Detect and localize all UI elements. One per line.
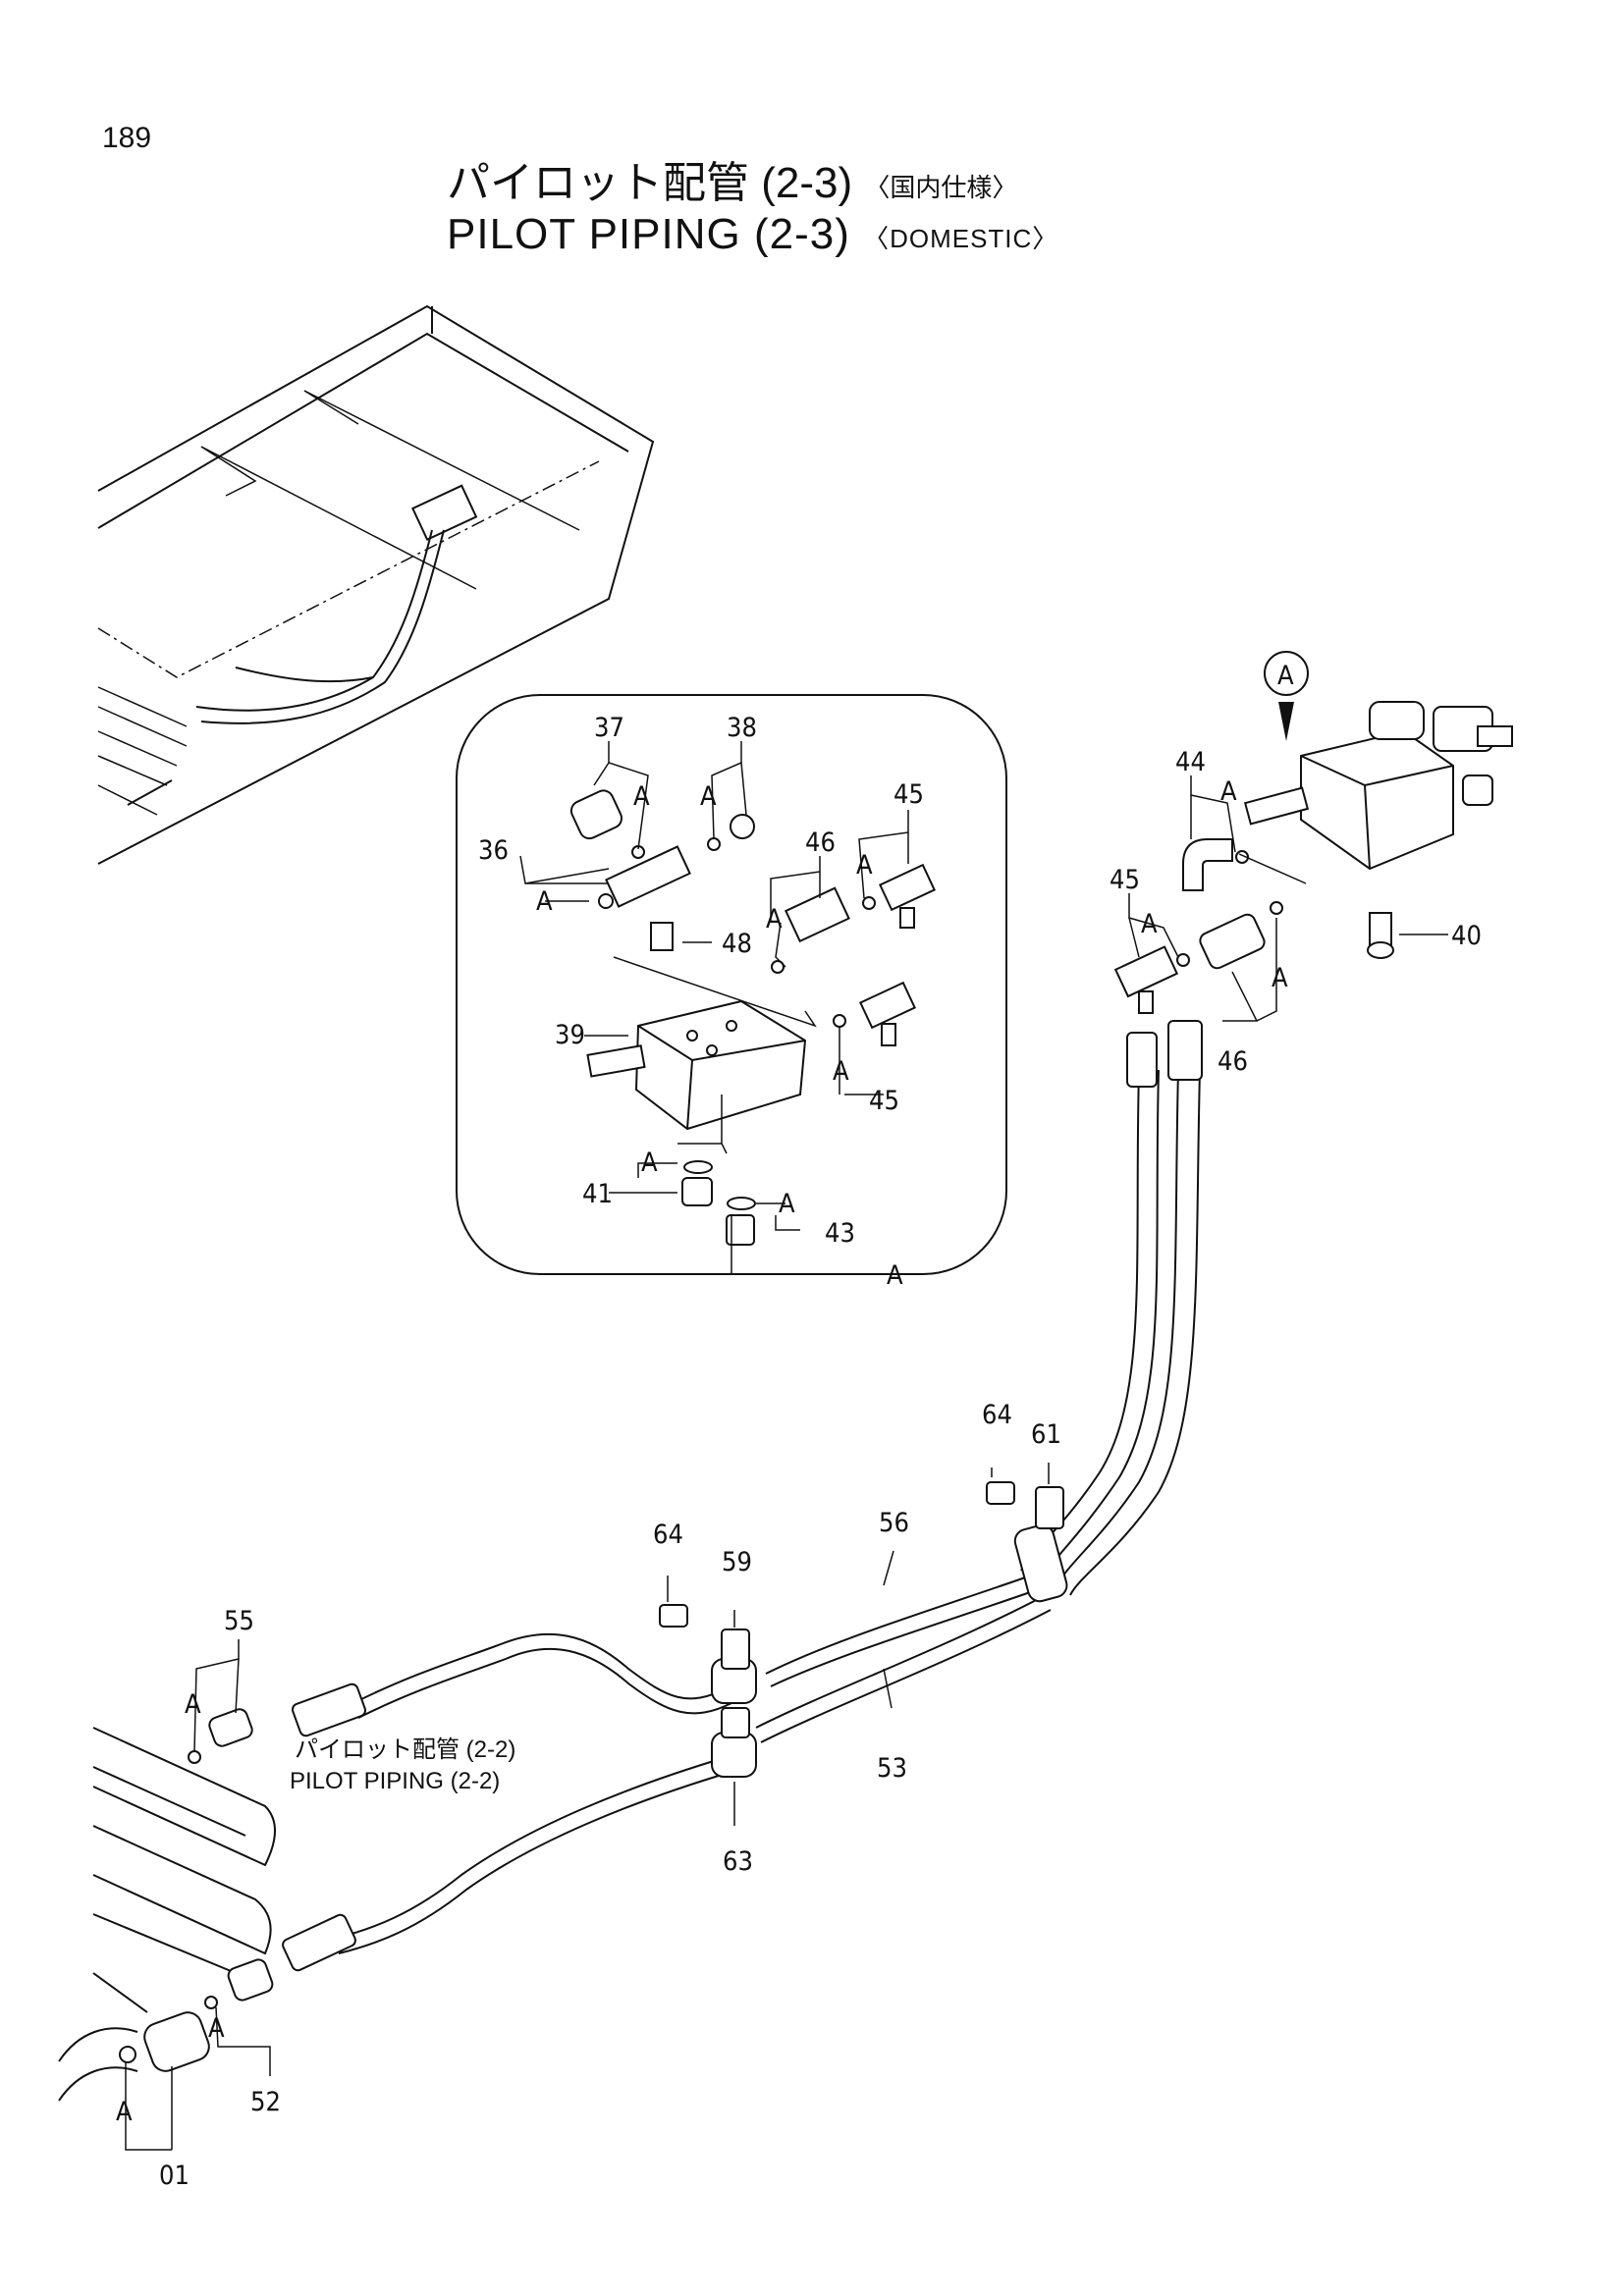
a-marker-45-bottom: A <box>833 1056 849 1087</box>
label-53: 53 <box>877 1753 907 1784</box>
label-37: 37 <box>594 713 624 743</box>
label-45-detail-top: 45 <box>893 779 924 810</box>
label-39: 39 <box>555 1020 585 1050</box>
label-01: 01 <box>159 2161 189 2191</box>
hose-routing <box>282 1020 1203 1972</box>
a-marker-55: A <box>185 1689 201 1720</box>
a-marker-41: A <box>641 1148 658 1178</box>
label-64-right: 64 <box>982 1400 1012 1430</box>
label-36: 36 <box>478 835 509 866</box>
label-45-detail-bottom: 45 <box>869 1086 899 1116</box>
a-marker-52: A <box>208 2013 225 2044</box>
a-marker-38: A <box>700 781 717 812</box>
title-en-qualifier: 〈DOMESTIC〉 <box>863 223 1059 253</box>
page-title-en: PILOT PIPING (2-3) 〈DOMESTIC〉 <box>447 210 1058 259</box>
label-40: 40 <box>1451 921 1482 951</box>
right-valve-assembly <box>1113 651 1513 1022</box>
page-number: 189 <box>102 122 152 154</box>
label-46-detail: 46 <box>805 828 836 858</box>
a-marker-view-arrow: A <box>1277 661 1294 691</box>
a-marker-46: A <box>766 904 783 934</box>
label-48: 48 <box>722 929 752 959</box>
lower-left-frame <box>58 1463 1050 2151</box>
label-38: 38 <box>727 713 757 743</box>
clamps <box>659 1481 1068 1778</box>
a-marker-45-top: A <box>856 850 873 881</box>
a-marker-43: A <box>779 1189 795 1219</box>
cab-frame <box>97 304 655 865</box>
a-marker-45-right: A <box>1141 909 1158 939</box>
reference-jp: パイロット配管 (2-2) <box>295 1736 515 1763</box>
reference-en: PILOT PIPING (2-2) <box>290 1768 500 1794</box>
label-59: 59 <box>722 1547 752 1577</box>
a-marker-box: A <box>887 1260 903 1291</box>
title-jp-text: パイロット配管 (2-3) <box>447 159 853 207</box>
reference-note: パイロット配管 (2-2) PILOT PIPING (2-2) <box>290 1736 515 1794</box>
label-46-right: 46 <box>1218 1046 1248 1077</box>
detail-view-box <box>456 694 1007 1275</box>
label-43: 43 <box>825 1218 855 1249</box>
label-64-left: 64 <box>653 1520 683 1550</box>
a-marker-44: A <box>1220 776 1237 807</box>
label-63: 63 <box>723 1846 753 1877</box>
a-marker-46-right: A <box>1272 963 1288 993</box>
a-marker-36: A <box>536 886 553 917</box>
label-52: 52 <box>250 2087 281 2117</box>
label-41: 41 <box>582 1179 613 1209</box>
title-en-text: PILOT PIPING (2-3) <box>447 210 850 258</box>
a-marker-01: A <box>116 2097 133 2127</box>
a-marker-37: A <box>633 781 650 812</box>
page-title-jp: パイロット配管 (2-3) 〈国内仕様〉 <box>447 147 1017 210</box>
label-55: 55 <box>224 1606 254 1636</box>
a-markers: A A A A A A A A A A A A A A A A <box>116 661 1294 2127</box>
label-56: 56 <box>879 1508 909 1538</box>
title-jp-qualifier: 〈国内仕様〉 <box>864 172 1018 202</box>
label-44: 44 <box>1175 747 1206 777</box>
part-labels: 37 38 36 46 45 48 39 45 41 43 44 45 40 4… <box>159 713 1482 2191</box>
label-45-right: 45 <box>1110 865 1140 895</box>
label-61: 61 <box>1031 1419 1061 1450</box>
